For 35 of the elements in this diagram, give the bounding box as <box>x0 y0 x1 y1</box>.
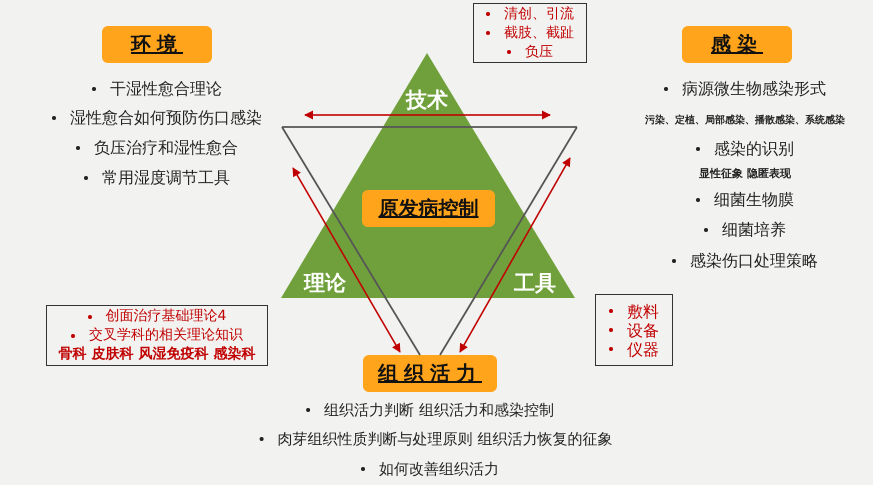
list-item: 感染的识别 <box>714 138 794 160</box>
note-text: 创面治疗基础理论4 <box>106 307 226 326</box>
arrow <box>292 167 401 353</box>
triangle-label: 技术 <box>406 87 448 114</box>
list-item: 如何改善组织活力 <box>379 460 499 478</box>
list-item: 污染、定植、局部感染、播散感染、系统感染 <box>645 113 845 127</box>
list-item: 常用湿度调节工具 <box>102 168 230 189</box>
list-item: 湿性愈合如何预防伤口感染 <box>70 108 262 129</box>
note-text: 仪器 <box>627 340 659 358</box>
note-text: 敷料 <box>627 302 659 320</box>
list-item: 负压治疗和湿性愈合 <box>94 138 238 159</box>
list-item: 组织活力判断 组织活力和感染控制 <box>324 400 554 420</box>
triangle-label: 工具 <box>514 270 556 297</box>
list-item: 干湿性愈合理论 <box>110 78 222 100</box>
note-text: 交叉学科的相关理论知识 <box>89 326 243 345</box>
triangle-label: 理论 <box>304 270 346 297</box>
heading-box: 组织活力 <box>363 355 497 392</box>
note-text: 截肢、截趾 <box>504 24 574 42</box>
note-text: 清创、引流 <box>504 4 574 24</box>
list-item: 细菌培养 <box>722 220 786 241</box>
note-box <box>473 3 587 63</box>
list-item: 病源微生物感染形式 <box>682 78 826 100</box>
list-item: 肉芽组织性质判断与处理原则 组织活力恢复的征象 <box>278 430 612 448</box>
heading-box: 环境 <box>102 26 212 63</box>
note-box <box>46 305 268 366</box>
arrow <box>459 157 571 353</box>
heading-box: 原发病控制 <box>362 190 495 227</box>
note-box <box>595 294 673 366</box>
list-item: 细菌生物膜 <box>714 190 794 211</box>
note-text: 设备 <box>627 320 659 340</box>
list-item: 显性征象 隐匿表现 <box>699 166 791 182</box>
list-item: 感染伤口处理策略 <box>690 250 818 272</box>
heading-box: 感染 <box>682 26 792 63</box>
note-text: 骨科 皮肤科 风湿免疫科 感染科 <box>58 345 256 364</box>
note-text: 负压 <box>525 42 553 62</box>
